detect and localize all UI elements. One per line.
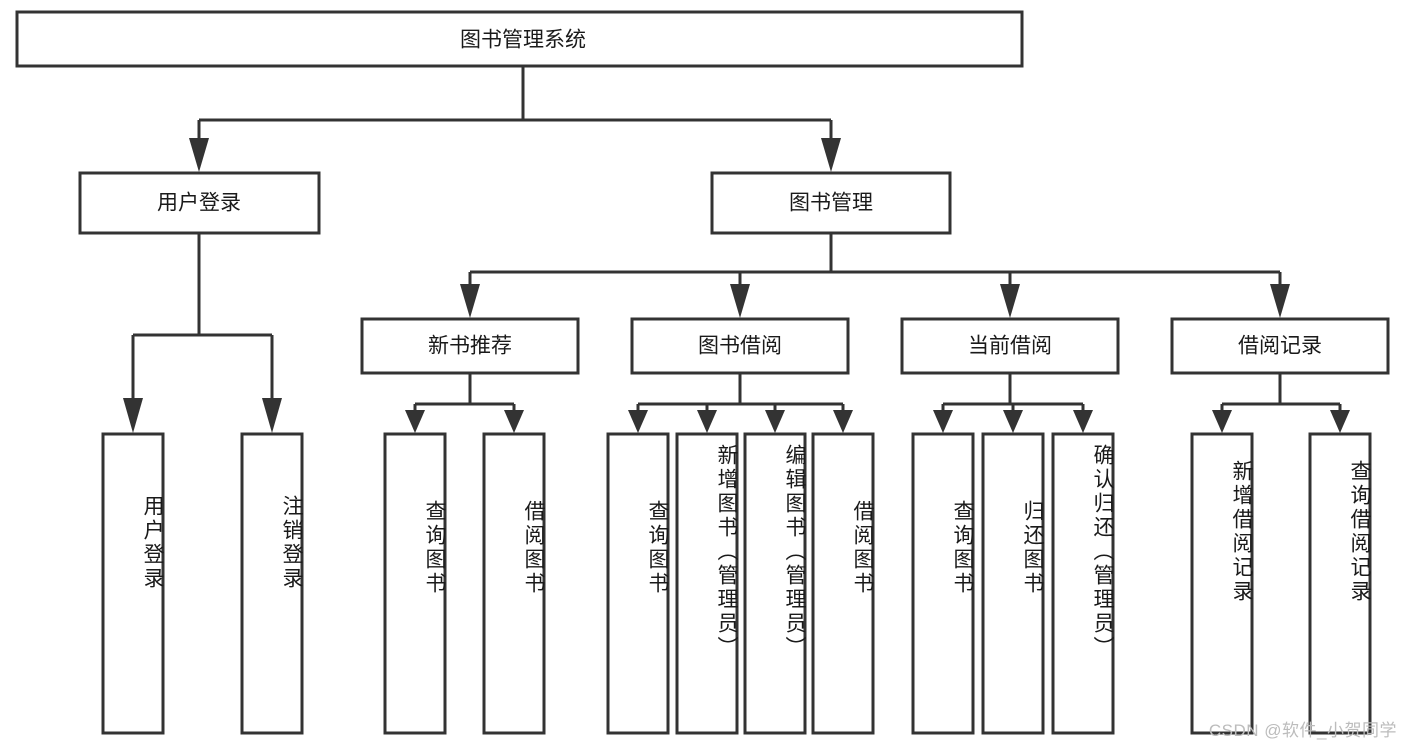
arrow-head-book-management <box>821 138 841 172</box>
node-book-borrow-box[interactable] <box>630 317 850 375</box>
arrow-head-leaf-confirm-return <box>1073 410 1093 433</box>
arrow-head-leaf-user-login <box>123 398 143 433</box>
node-borrow-record-label: 借阅记录 <box>1238 335 1322 358</box>
arrow-head-leaf-query-book-borrow <box>628 410 648 433</box>
node-current-borrow-box[interactable] <box>900 317 1120 375</box>
node-root-label: 图书管理系统 <box>460 29 586 52</box>
arrow-head-borrow-record <box>1270 284 1290 318</box>
node-user-login-box[interactable] <box>78 171 321 235</box>
node-leaf-query-book-borrow-box[interactable] <box>606 432 670 735</box>
node-user-login-label: 用户登录 <box>157 192 241 215</box>
node-leaf-add-borrow-record-box[interactable] <box>1190 432 1254 735</box>
arrow-head-leaf-add-book <box>697 410 717 433</box>
node-new-book-recommend-box[interactable] <box>360 317 580 375</box>
arrow-head-current-borrow <box>1000 284 1020 318</box>
arrow-head-leaf-borrow-book-new <box>504 410 524 433</box>
node-borrow-record[interactable]: 借阅记录 <box>1170 317 1390 375</box>
arrow-head-leaf-query-book-new <box>405 410 425 433</box>
connector-group <box>123 66 1350 433</box>
arrow-head-leaf-add-borrow-record <box>1212 410 1232 433</box>
node-leaf-query-borrow-record-box[interactable] <box>1308 432 1372 735</box>
node-root[interactable]: 图书管理系统 <box>15 10 1024 68</box>
node-leaf-user-login-box[interactable] <box>101 432 165 735</box>
arrow-head-leaf-edit-book <box>765 410 785 433</box>
node-leaf-borrow-book-box[interactable] <box>811 432 875 735</box>
node-leaf-borrow-book-new-box[interactable] <box>482 432 546 735</box>
node-book-management-box[interactable] <box>710 171 952 235</box>
node-leaf-add-book-box[interactable] <box>675 432 739 735</box>
node-leaf-return-book-box[interactable] <box>981 432 1045 735</box>
node-book-borrow-label: 图书借阅 <box>698 335 782 358</box>
node-leaf-query-book-new-box[interactable] <box>383 432 447 735</box>
arrow-head-user-login <box>189 138 209 172</box>
node-leaf-query-book-current-box[interactable] <box>911 432 975 735</box>
node-borrow-record-box[interactable] <box>1170 317 1390 375</box>
node-new-book-recommend-label: 新书推荐 <box>428 335 512 358</box>
node-leaf-edit-book-box[interactable] <box>743 432 807 735</box>
node-leaf-user-logout-box[interactable] <box>240 432 304 735</box>
node-book-management[interactable]: 图书管理 <box>710 171 952 235</box>
node-current-borrow-label: 当前借阅 <box>968 335 1052 358</box>
arrow-head-new-book-recommend <box>460 284 480 318</box>
arrow-head-book-borrow <box>730 284 750 318</box>
node-root-box[interactable] <box>15 10 1024 68</box>
arrow-head-leaf-borrow-book <box>833 410 853 433</box>
node-leaf-confirm-return-box[interactable] <box>1051 432 1115 735</box>
arrow-head-leaf-query-borrow-record <box>1330 410 1350 433</box>
arrow-head-leaf-query-book-current <box>933 410 953 433</box>
node-current-borrow[interactable]: 当前借阅 <box>900 317 1120 375</box>
node-book-borrow[interactable]: 图书借阅 <box>630 317 850 375</box>
node-user-login[interactable]: 用户登录 <box>78 171 321 235</box>
arrow-head-leaf-user-logout <box>262 398 282 433</box>
watermark-text: CSDN @软件_小贺同学 <box>1208 721 1397 740</box>
arrow-head-leaf-return-book <box>1003 410 1023 433</box>
node-new-book-recommend[interactable]: 新书推荐 <box>360 317 580 375</box>
node-book-management-label: 图书管理 <box>789 192 873 215</box>
